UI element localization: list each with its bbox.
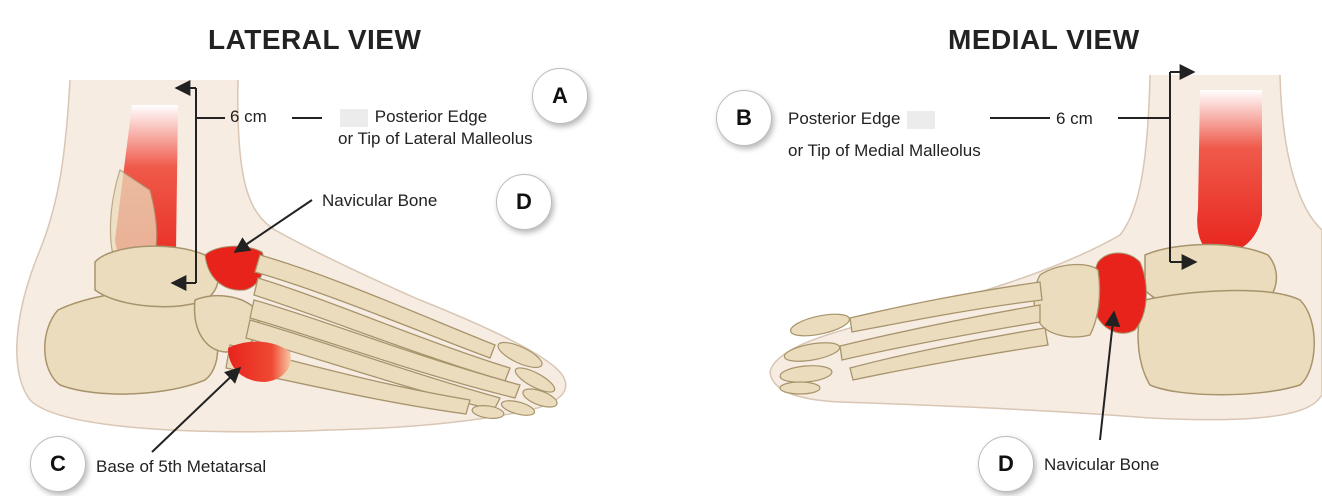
lateral-measure-label: 6 cm [230,106,267,128]
medial-posterior-line2: or Tip of Medial Malleolus [788,140,981,162]
medial-navicular-highlight [1092,253,1146,333]
redacted-box [907,111,935,129]
redacted-box [340,109,368,127]
medial-cuneiform [1034,265,1100,337]
medial-tibia-highlight [1197,90,1262,255]
medial-navicular-label: Navicular Bone [1044,454,1159,476]
marker-d-medial: D [978,436,1034,492]
marker-c: C [30,436,86,492]
marker-a: A [532,68,588,124]
medial-measure-label: 6 cm [1056,108,1093,130]
marker-d-lateral: D [496,174,552,230]
lateral-navicular-label: Navicular Bone [322,190,437,212]
lateral-view-title: LATERAL VIEW [208,24,421,56]
lateral-posterior-edge-label: Posterior Edge [338,106,487,128]
lateral-calcaneus [45,291,218,394]
medial-posterior-edge-label: Posterior Edge [788,108,937,130]
lateral-posterior-line2: or Tip of Lateral Malleolus [338,128,533,150]
medial-posterior-line1: Posterior Edge [788,109,900,128]
medial-calcaneus [1138,291,1314,395]
marker-b: B [716,90,772,146]
lateral-metatarsal-label: Base of 5th Metatarsal [96,456,266,478]
medial-view-title: MEDIAL VIEW [948,24,1140,56]
lateral-posterior-line1: Posterior Edge [375,107,487,126]
